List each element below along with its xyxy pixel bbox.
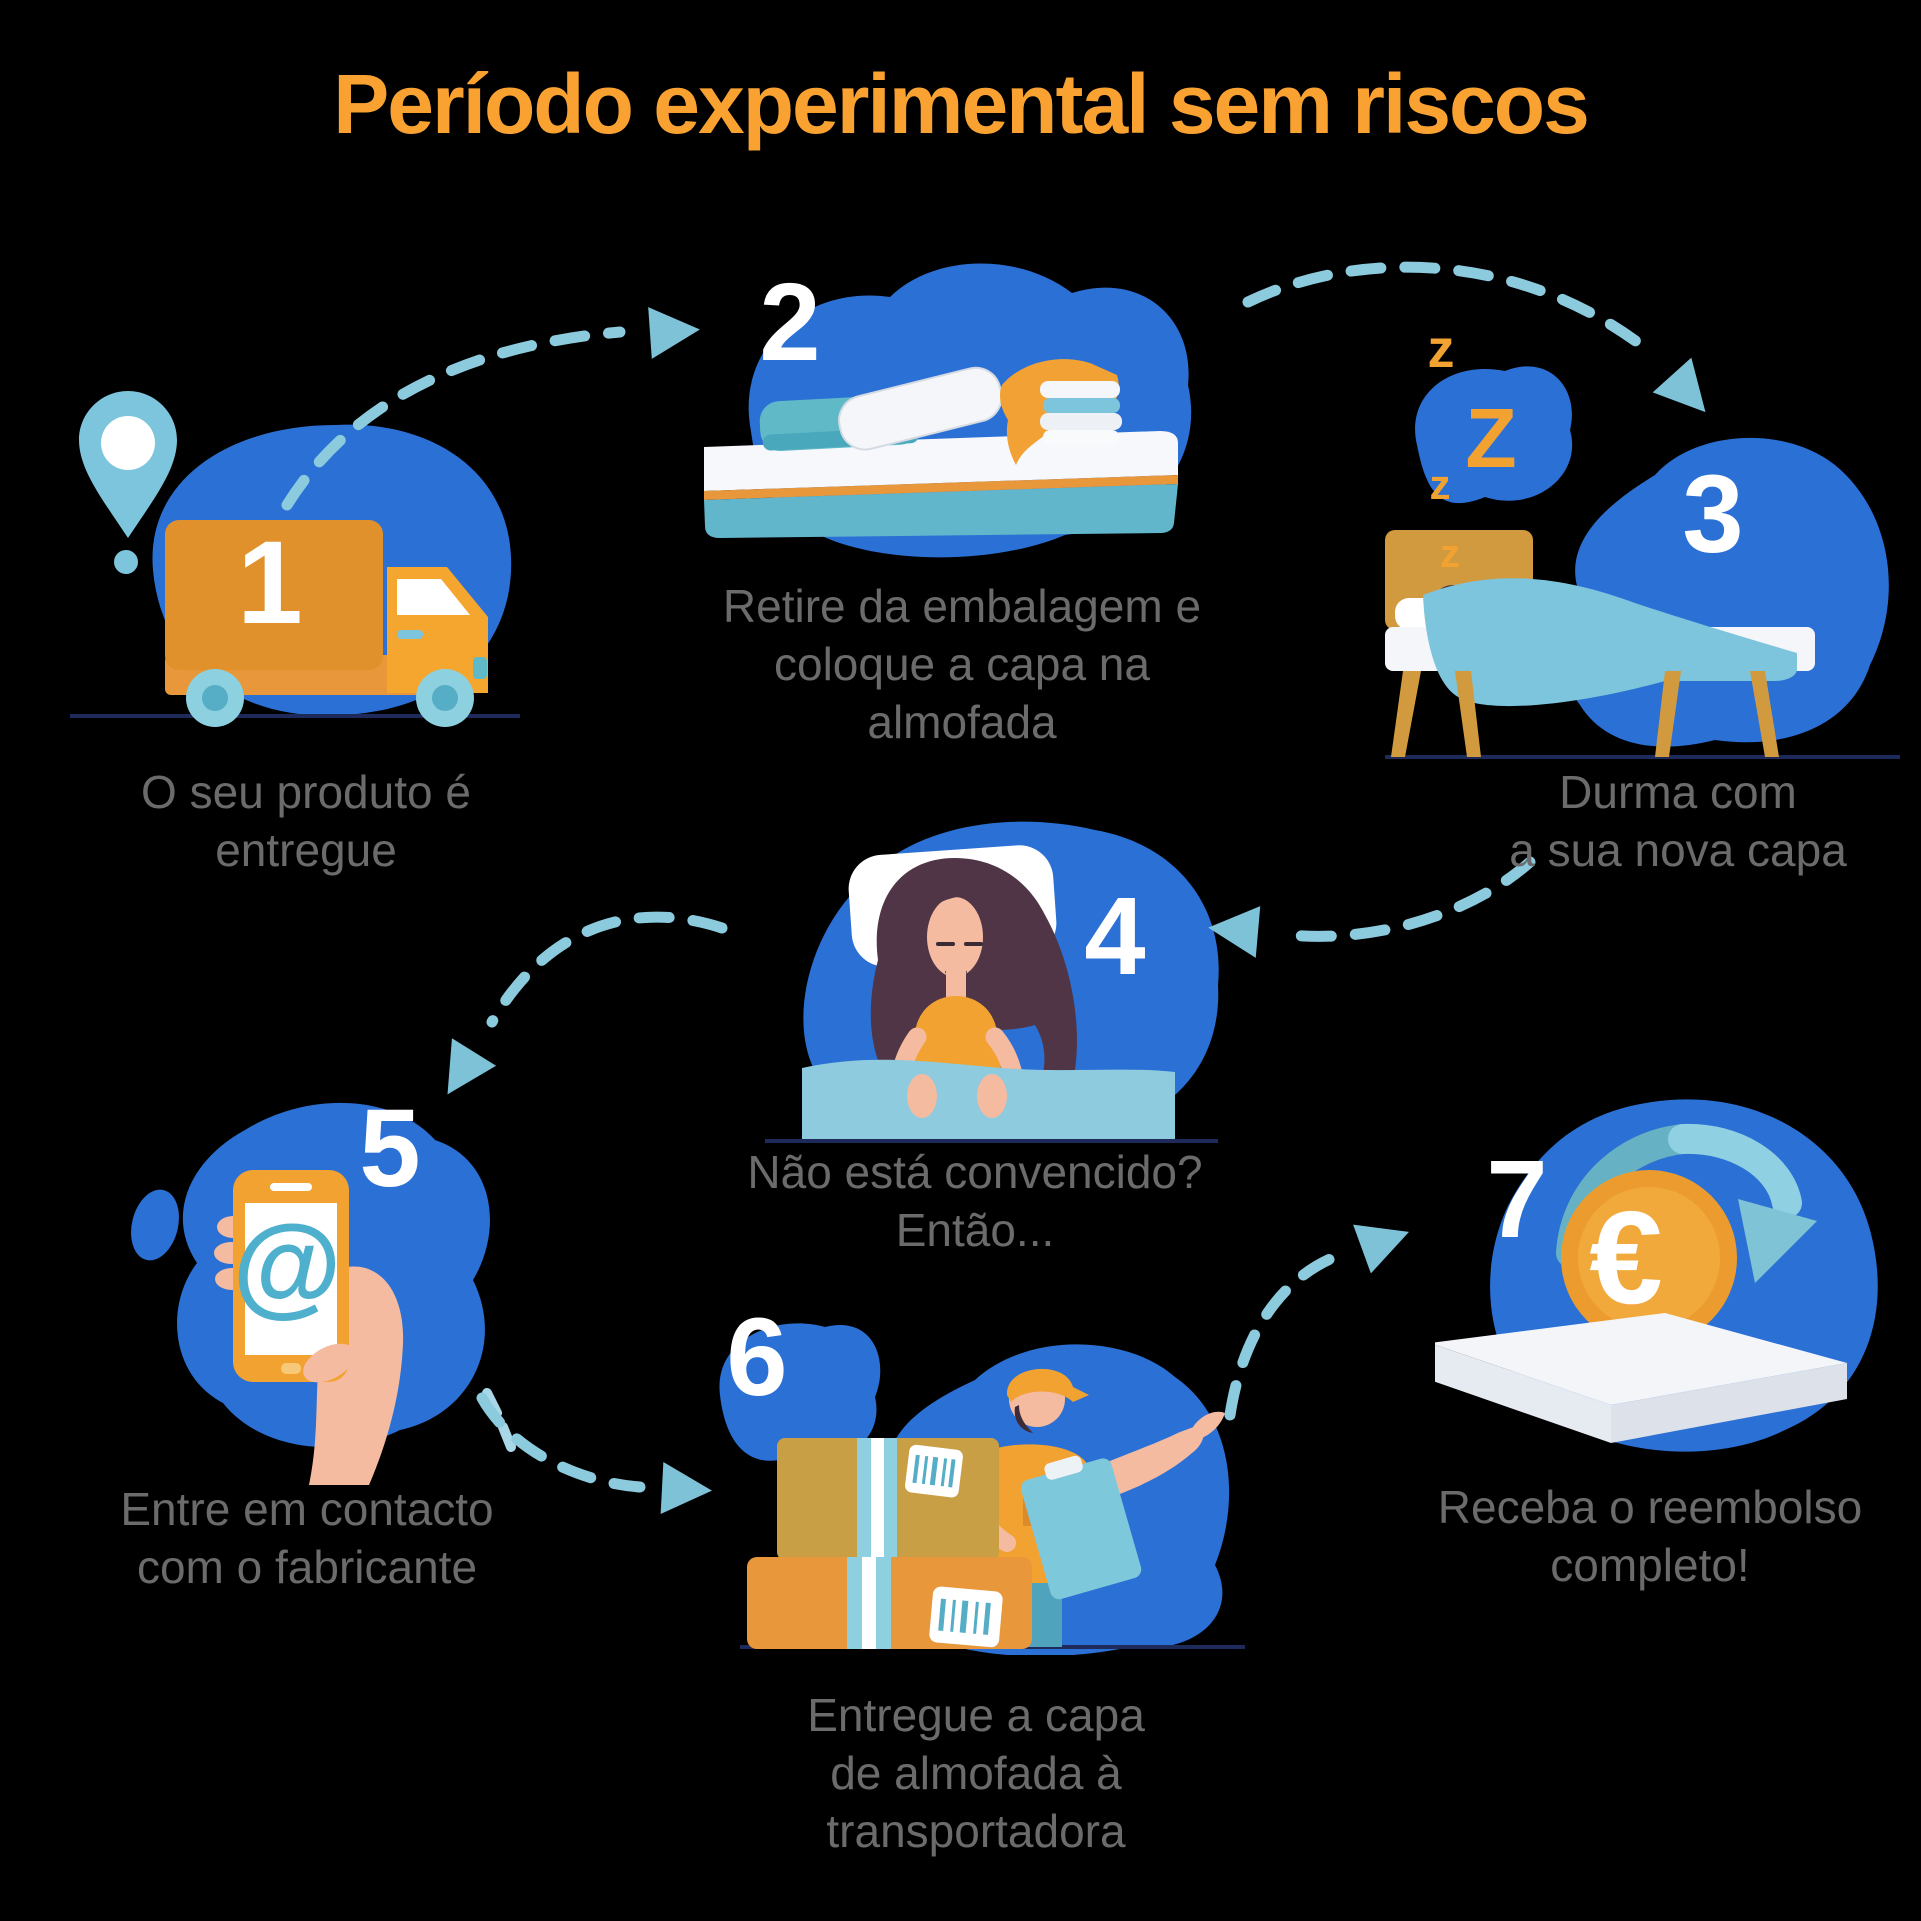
step-number: 3 — [1682, 453, 1744, 576]
phone-speaker — [270, 1183, 312, 1191]
truck-icon — [165, 520, 488, 727]
truck-wheel — [416, 669, 474, 727]
truck-cargo-box — [165, 520, 383, 670]
truck-door-handle — [397, 630, 423, 639]
step-caption: Entre em contacto com o fabricante — [120, 1483, 494, 1593]
bed-leg — [1750, 671, 1779, 757]
hand-holding-phone — [214, 1170, 404, 1485]
hand — [907, 1074, 937, 1118]
blob-small — [1415, 366, 1573, 504]
euro-coin-icon — [1561, 1170, 1737, 1346]
mattress-platform — [1435, 1313, 1847, 1443]
mattress — [704, 431, 1178, 538]
truck-windshield — [397, 579, 470, 615]
step-caption: O seu produto é entregue — [141, 766, 471, 876]
phone-icon — [233, 1170, 349, 1382]
accent-dash — [482, 1388, 502, 1418]
refund-arrow-front — [1668, 1123, 1802, 1218]
sleep-z-icon: z — [1429, 461, 1451, 508]
face — [927, 897, 983, 977]
arrow-step6-to-step7 — [1224, 1224, 1409, 1421]
step-caption: Retire da embalagem e coloque a capa na … — [722, 580, 1202, 748]
bed-leg — [1455, 671, 1481, 757]
phone-contact-illustration — [131, 1102, 516, 1485]
sleeping-person-illustration — [1385, 366, 1900, 759]
step-number: 2 — [759, 261, 821, 384]
euro-symbol-icon: € — [1589, 1184, 1663, 1331]
bed-leg — [1391, 671, 1421, 757]
bed — [1385, 530, 1815, 757]
phone-screen — [245, 1203, 337, 1355]
courier-illustration — [719, 1323, 1245, 1655]
tank-top — [910, 996, 1002, 1080]
hair-fringe — [922, 883, 995, 916]
blob-dot — [131, 1189, 179, 1261]
blob-small — [719, 1323, 881, 1461]
sleep-z-icon: z — [1440, 532, 1460, 576]
step-number: 1 — [237, 517, 303, 649]
barcode-label — [929, 1586, 1003, 1648]
clipboard-icon — [1020, 1455, 1142, 1600]
white-pillow — [838, 366, 1003, 451]
truck-wheel — [186, 669, 244, 727]
step-number: 6 — [726, 1296, 788, 1419]
parcel-box — [747, 1557, 1032, 1649]
blanket — [1423, 578, 1797, 707]
barcode-label — [905, 1444, 963, 1498]
phone-home-button — [281, 1363, 301, 1374]
parcel-box — [777, 1438, 999, 1560]
accent-dash — [498, 1422, 516, 1452]
step-caption: Não está convencido? Então... — [747, 1146, 1203, 1256]
neck — [946, 970, 966, 1002]
step-number: 5 — [359, 1087, 421, 1210]
blob-dot — [442, 1207, 482, 1259]
hair — [1014, 1405, 1033, 1433]
sleep-z-icon: Z — [1465, 391, 1517, 485]
mattress-illustration — [704, 263, 1192, 558]
step-number: 4 — [1084, 875, 1146, 998]
euro-refund-illustration — [1435, 1099, 1878, 1452]
cap-icon — [1006, 1368, 1089, 1402]
unconvinced-woman-illustration — [765, 821, 1219, 1143]
thumb — [303, 1343, 355, 1383]
step-caption: Entregue a capa de almofada à transporta… — [807, 1689, 1145, 1857]
sleep-z-icon: z — [1427, 319, 1455, 379]
hand — [1193, 1411, 1225, 1439]
step-caption: Durma com a sua nova capa — [1509, 766, 1847, 876]
bed-leg — [1655, 671, 1681, 757]
step-caption: Receba o reembolso completo! — [1437, 1481, 1863, 1591]
location-pin-icon — [79, 391, 177, 574]
refund-arrowhead — [1738, 1199, 1817, 1283]
page-title: Período experimental sem riscos — [333, 57, 1590, 151]
folded-linen-stack — [1000, 359, 1122, 465]
step-number: 7 — [1486, 1138, 1548, 1261]
hand — [977, 1074, 1007, 1118]
email-at-icon: @ — [232, 1202, 342, 1327]
